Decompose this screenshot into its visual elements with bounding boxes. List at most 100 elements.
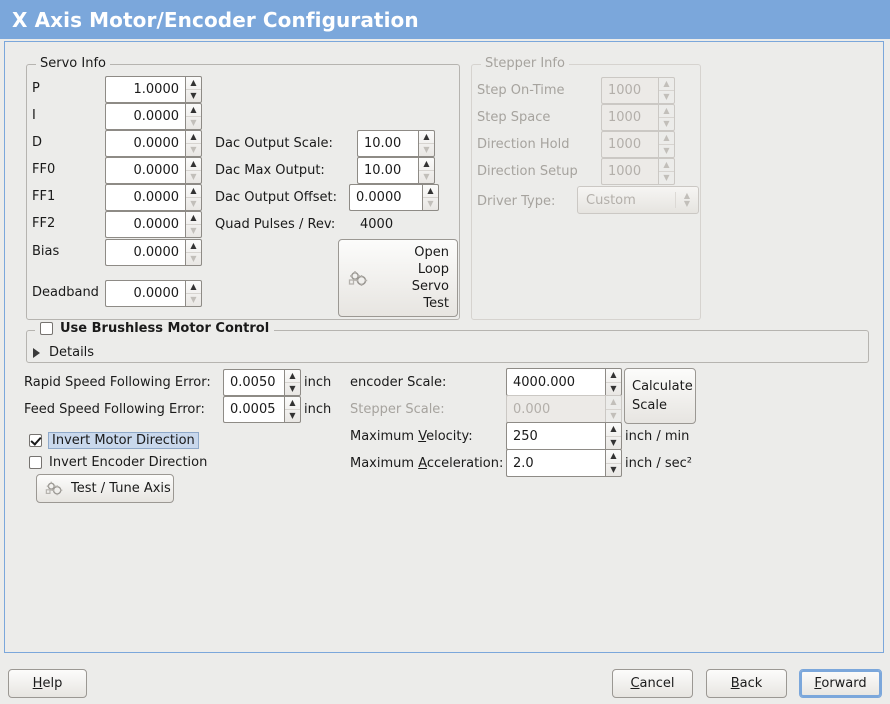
dac-max-output-spin[interactable]: 10.00 ▲▼	[357, 157, 435, 184]
servo-spin-p-buttons[interactable]: ▲▼	[185, 76, 202, 103]
spin-up-icon[interactable]: ▲	[423, 159, 430, 168]
spin-down-icon[interactable]: ▼	[186, 293, 201, 306]
servo-spin-deadband[interactable]: 0.0000 ▲▼	[105, 280, 202, 307]
servo-spin-d[interactable]: 0.0000 ▲▼	[105, 130, 202, 157]
quad-pulses-value: 4000	[360, 217, 394, 232]
spin-down-icon[interactable]: ▼	[186, 224, 201, 237]
spin-up-icon[interactable]: ▲	[190, 132, 197, 141]
spin-down-icon[interactable]: ▼	[606, 381, 621, 396]
servo-value-ff0[interactable]: 0.0000	[105, 157, 185, 184]
servo-value-ff1[interactable]: 0.0000	[105, 184, 185, 211]
spin-up-icon[interactable]: ▲	[427, 186, 434, 195]
spin-up-icon[interactable]: ▲	[190, 241, 197, 250]
rapid-error-spin[interactable]: 0.0050 ▲▼	[223, 369, 301, 396]
spin-up-icon[interactable]: ▲	[423, 132, 430, 141]
max-acceleration-spin[interactable]: 2.0 ▲▼	[506, 449, 622, 477]
use-brushless-checkbox-row[interactable]: Use Brushless Motor Control	[35, 321, 275, 336]
dac-output-scale-label: Dac Output Scale:	[215, 136, 333, 151]
use-brushless-checkbox[interactable]	[40, 322, 53, 335]
max-acceleration-value[interactable]: 2.0	[506, 449, 605, 477]
rapid-error-value[interactable]: 0.0050	[223, 369, 284, 396]
spin-down-icon[interactable]: ▼	[186, 143, 201, 156]
dac-max-output-buttons[interactable]: ▲▼	[418, 157, 435, 184]
dac-output-scale-buttons[interactable]: ▲▼	[418, 130, 435, 157]
max-velocity-spin[interactable]: 250 ▲▼	[506, 422, 622, 450]
spin-down-icon[interactable]: ▼	[419, 143, 434, 156]
chevron-updown-icon: ▲▼	[675, 192, 698, 208]
dac-output-scale-value[interactable]: 10.00	[357, 130, 418, 157]
servo-spin-ff2[interactable]: 0.0000 ▲▼	[105, 211, 202, 238]
max-velocity-value[interactable]: 250	[506, 422, 605, 450]
servo-value-bias[interactable]: 0.0000	[105, 239, 185, 266]
spin-down-icon[interactable]: ▼	[186, 170, 201, 183]
chevron-right-icon[interactable]	[33, 347, 40, 358]
spin-down-icon[interactable]: ▼	[419, 170, 434, 183]
max-acceleration-buttons[interactable]: ▲▼	[605, 449, 622, 477]
spin-down-icon[interactable]: ▼	[285, 382, 300, 395]
feed-error-value[interactable]: 0.0005	[223, 396, 284, 423]
back-button[interactable]: Back	[706, 669, 787, 698]
encoder-scale-value[interactable]: 4000.000	[506, 368, 605, 396]
servo-value-d[interactable]: 0.0000	[105, 130, 185, 157]
dac-output-offset-buttons[interactable]: ▲▼	[422, 184, 439, 211]
servo-spin-ff2-buttons[interactable]: ▲▼	[185, 211, 202, 238]
spin-up-icon[interactable]: ▲	[190, 213, 197, 222]
spin-down-icon[interactable]: ▼	[423, 197, 438, 210]
calculate-scale-button[interactable]: Calculate Scale	[624, 368, 696, 424]
servo-spin-i-buttons[interactable]: ▲▼	[185, 103, 202, 130]
stepper-scale-value: 0.000	[506, 395, 605, 423]
invert-encoder-direction-checkbox[interactable]	[29, 456, 42, 469]
dac-output-offset-value[interactable]: 0.0000	[349, 184, 422, 211]
servo-value-ff2[interactable]: 0.0000	[105, 211, 185, 238]
servo-spin-p[interactable]: 1.0000 ▲▼	[105, 76, 202, 103]
servo-spin-ff0-buttons[interactable]: ▲▼	[185, 157, 202, 184]
servo-spin-i[interactable]: 0.0000 ▲▼	[105, 103, 202, 130]
spin-down-icon[interactable]: ▼	[285, 409, 300, 422]
dac-max-output-value[interactable]: 10.00	[357, 157, 418, 184]
spin-down-icon[interactable]: ▼	[606, 435, 621, 450]
spin-up-icon[interactable]: ▲	[610, 424, 617, 434]
spin-up-icon[interactable]: ▲	[190, 186, 197, 195]
spin-up-icon[interactable]: ▲	[190, 159, 197, 168]
servo-value-i[interactable]: 0.0000	[105, 103, 185, 130]
servo-spin-ff1[interactable]: 0.0000 ▲▼	[105, 184, 202, 211]
open-loop-servo-test-button[interactable]: Open Loop Servo Test	[338, 239, 458, 317]
rapid-error-buttons[interactable]: ▲▼	[284, 369, 301, 396]
invert-encoder-direction-row[interactable]: Invert Encoder Direction	[29, 455, 207, 470]
test-tune-axis-button[interactable]: Test / Tune Axis	[36, 474, 174, 503]
encoder-scale-buttons[interactable]: ▲▼	[605, 368, 622, 396]
spin-up-icon[interactable]: ▲	[190, 105, 197, 114]
spin-down-icon[interactable]: ▼	[186, 116, 201, 129]
forward-button[interactable]: Forward	[799, 669, 882, 698]
servo-spin-bias[interactable]: 0.0000 ▲▼	[105, 239, 202, 266]
spin-down-icon[interactable]: ▼	[186, 89, 201, 102]
help-button[interactable]: Help	[8, 669, 87, 698]
spin-down-icon[interactable]: ▼	[186, 252, 201, 265]
invert-motor-direction-row[interactable]: Invert Motor Direction	[29, 432, 199, 449]
window-title: X Axis Motor/Encoder Configuration	[12, 7, 419, 32]
cancel-button[interactable]: Cancel	[612, 669, 693, 698]
invert-motor-direction-checkbox[interactable]	[29, 434, 42, 447]
spin-up-icon[interactable]: ▲	[190, 78, 197, 87]
dac-output-scale-spin[interactable]: 10.00 ▲▼	[357, 130, 435, 157]
servo-spin-ff0[interactable]: 0.0000 ▲▼	[105, 157, 202, 184]
dac-output-offset-spin[interactable]: 0.0000 ▲▼	[349, 184, 439, 211]
feed-error-spin[interactable]: 0.0005 ▲▼	[223, 396, 301, 423]
feed-error-buttons[interactable]: ▲▼	[284, 396, 301, 423]
encoder-scale-spin[interactable]: 4000.000 ▲▼	[506, 368, 622, 396]
spin-up-icon[interactable]: ▲	[289, 371, 296, 380]
spin-up-icon[interactable]: ▲	[610, 451, 617, 461]
servo-spin-ff1-buttons[interactable]: ▲▼	[185, 184, 202, 211]
servo-spin-d-buttons[interactable]: ▲▼	[185, 130, 202, 157]
details-expander[interactable]: Details	[33, 345, 94, 360]
spin-up-icon[interactable]: ▲	[289, 398, 296, 407]
servo-value-deadband[interactable]: 0.0000	[105, 280, 185, 307]
spin-up-icon[interactable]: ▲	[610, 370, 617, 380]
spin-up-icon[interactable]: ▲	[190, 282, 197, 291]
spin-down-icon[interactable]: ▼	[186, 197, 201, 210]
spin-down-icon[interactable]: ▼	[606, 462, 621, 477]
servo-value-p[interactable]: 1.0000	[105, 76, 185, 103]
max-velocity-buttons[interactable]: ▲▼	[605, 422, 622, 450]
servo-spin-deadband-buttons[interactable]: ▲▼	[185, 280, 202, 307]
servo-spin-bias-buttons[interactable]: ▲▼	[185, 239, 202, 266]
